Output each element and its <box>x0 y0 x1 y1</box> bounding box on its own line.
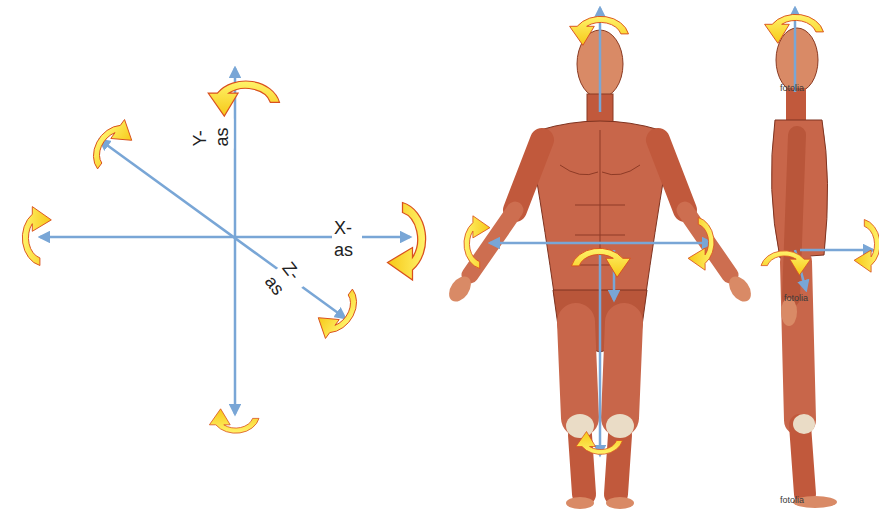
watermark: fotolia <box>784 294 808 303</box>
axis-label: Y- as <box>190 119 233 149</box>
watermark: fotolia <box>780 84 804 93</box>
rotation-arrows <box>22 14 879 454</box>
axis-lines <box>40 8 873 455</box>
axis-label: Z- as <box>259 257 312 307</box>
watermark: fotolia <box>780 496 804 505</box>
axis-label: X- as <box>332 218 362 261</box>
